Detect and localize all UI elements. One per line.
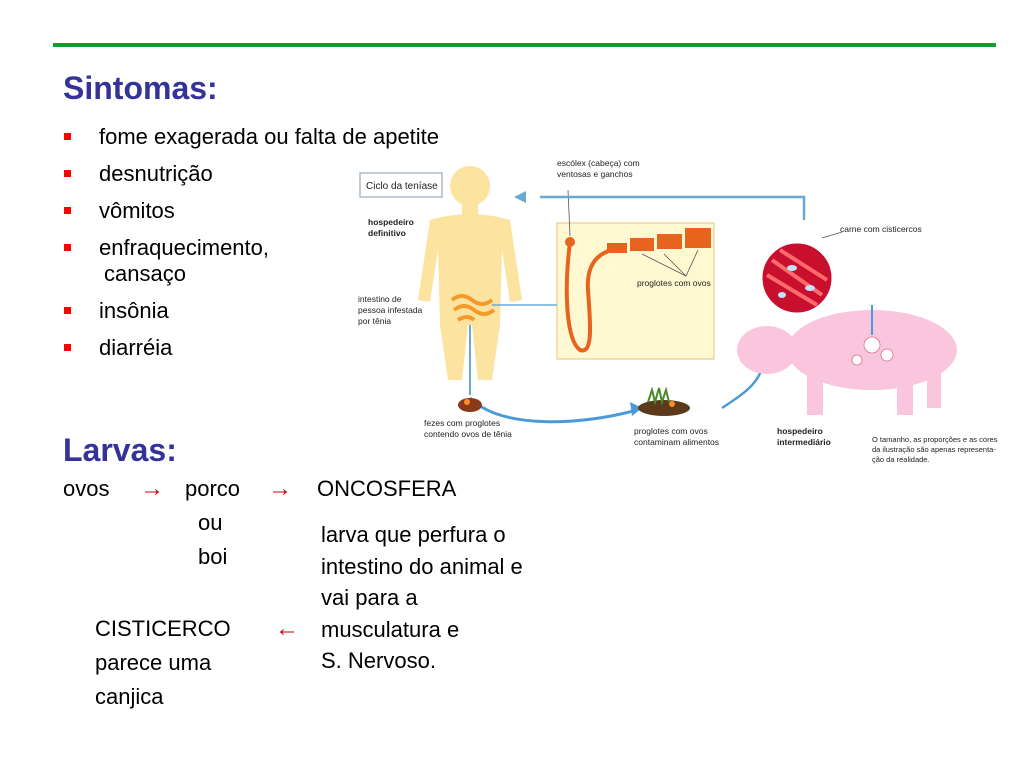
top-divider-line [53, 43, 996, 47]
label-hospedeiro-def-2: definitivo [368, 228, 406, 238]
label-proglotes-alimentos-1: proglotes com ovos [634, 426, 708, 436]
label-note-3: ção da realidade. [872, 455, 930, 464]
teniase-cycle-diagram: Ciclo da teníase [358, 158, 998, 464]
label-escolex-1: escólex (cabeça) com [557, 158, 640, 168]
tapeworm-icon [564, 228, 711, 353]
text-cisticerco: CISTICERCO [95, 616, 231, 641]
label-carne: carne com cisticercos [840, 224, 922, 234]
list-item: fome exagerada ou falta de apetite [62, 124, 439, 150]
label-proglotes-alimentos-2: contaminam alimentos [634, 437, 719, 447]
list-item: enfraquecimento,cansaço [62, 235, 439, 287]
bullet-square-icon [64, 244, 71, 251]
list-item: desnutrição [62, 161, 439, 187]
larvas-title: Larvas: [63, 432, 177, 468]
text-boi: boi [198, 544, 228, 569]
contaminated-food-icon [638, 386, 690, 416]
text-porco: porco [185, 476, 241, 501]
diagram-title: Ciclo da teníase [366, 181, 438, 192]
label-hospedeiro-int-2: intermediário [777, 437, 831, 447]
bullet-square-icon [64, 207, 71, 214]
sintomas-list: fome exagerada ou falta de apetite desnu… [62, 124, 439, 372]
bullet-square-icon [64, 170, 71, 177]
diagram-title-box [359, 172, 443, 198]
list-item: diarréia [62, 335, 439, 361]
label-hospedeiro-int-1: hospedeiro [777, 426, 823, 436]
muscle-cyst-magnified-icon [759, 240, 835, 316]
label-intestino-3: por tênia [358, 316, 391, 326]
label-note-2: da ilustração são apenas representa- [872, 445, 996, 454]
text-canjica: canjica [95, 684, 164, 709]
label-proglotes: proglotes com ovos [637, 278, 711, 288]
bullet-square-icon [64, 133, 71, 140]
bullet-square-icon [64, 344, 71, 351]
label-intestino-2: pessoa infestada [358, 305, 423, 315]
arrow-right-icon: → [268, 475, 292, 502]
pig-icon [737, 310, 957, 415]
cisticercos-icon [851, 336, 894, 366]
text-oncosfera: ONCOSFERA [317, 476, 457, 501]
arrow-left-icon: ← [275, 615, 299, 642]
text-ovos: ovos [63, 476, 110, 501]
sintomas-title: Sintomas: [63, 70, 218, 106]
label-hospedeiro-def-1: hospedeiro [368, 217, 414, 227]
feces-icon [458, 398, 482, 412]
text-ou: ou [198, 510, 223, 535]
label-fezes-2: contendo ovos de tênia [424, 429, 512, 439]
cycle-arrow-top [540, 195, 806, 220]
label-fezes-1: fezes com proglotes [424, 418, 500, 428]
oncosfera-description: larva que perfura o intestino do animal … [321, 522, 523, 673]
bullet-square-icon [64, 307, 71, 314]
list-item: vômitos [62, 198, 439, 224]
label-note-1: O tamanho, as proporções e as cores [872, 435, 998, 444]
label-escolex-2: ventosas e ganchos [557, 169, 633, 179]
cycle-arrow-bottom [468, 396, 638, 424]
list-item: insônia [62, 298, 439, 324]
intestine-icon [450, 294, 496, 322]
label-intestino-1: intestino de [358, 294, 402, 304]
text-parece-uma: parece uma [95, 650, 212, 675]
arrow-right-icon: → [140, 475, 164, 502]
